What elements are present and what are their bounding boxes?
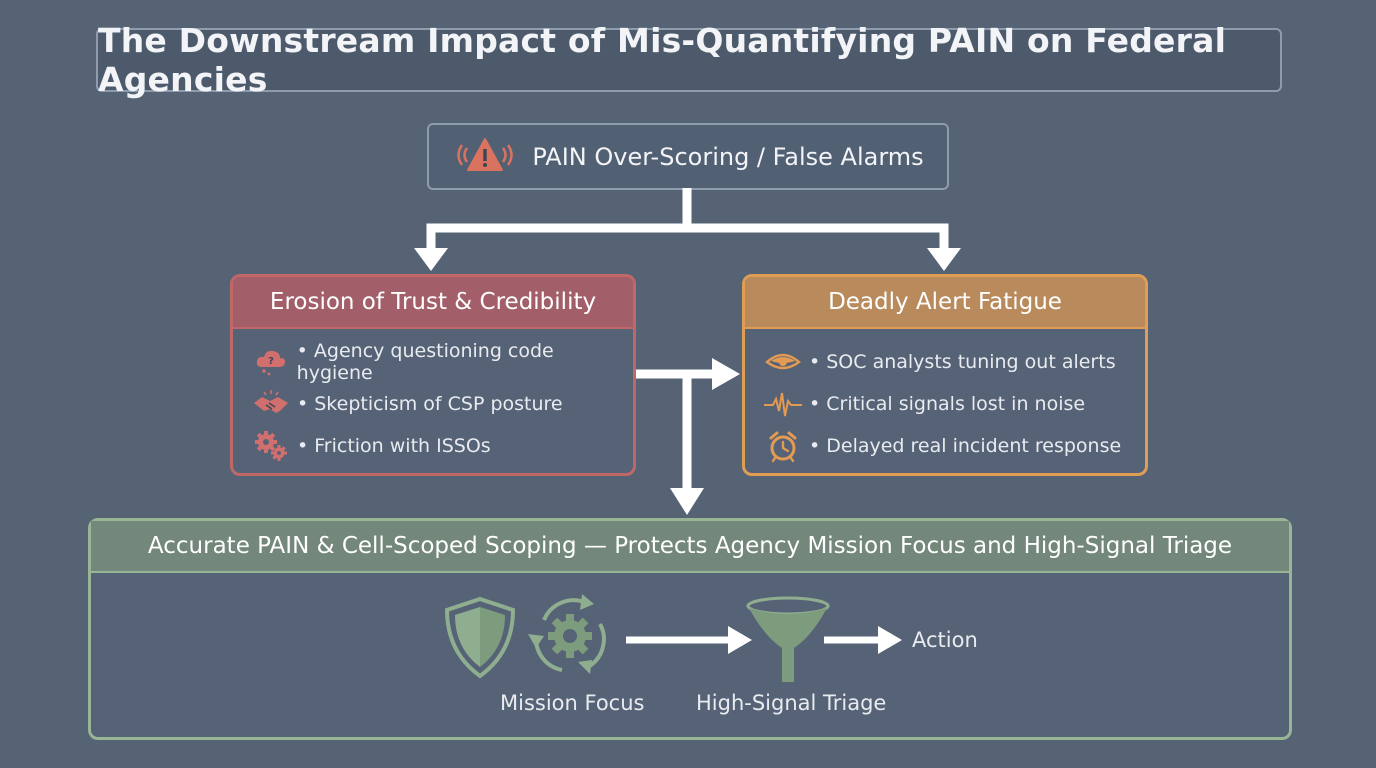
- high-signal-triage-label: High-Signal Triage: [696, 691, 887, 715]
- alarm-warning-icon: [452, 135, 518, 179]
- gears-icon: [251, 430, 291, 462]
- cycle-gear-icon: [524, 590, 618, 686]
- bottom-box-arrowhead: [670, 488, 704, 515]
- list-item-text: • Critical signals lost in noise: [809, 393, 1086, 415]
- list-item-text: • Skepticism of CSP posture: [297, 393, 563, 415]
- handshake-icon: [251, 388, 291, 420]
- list-item: • Critical signals lost in noise: [745, 383, 1145, 425]
- trust-erosion-title: Erosion of Trust & Credibility: [233, 277, 633, 329]
- list-item: • Skepticism of CSP posture: [233, 383, 633, 425]
- alert-fatigue-card: Deadly Alert Fatigue • SOC analysts tuni…: [742, 274, 1148, 476]
- funnel-icon: [744, 596, 832, 690]
- action-label: Action: [912, 628, 978, 652]
- triage-flow-arrows: [626, 626, 902, 654]
- list-item-text: • Agency questioning code hygiene: [296, 340, 554, 384]
- list-item: • SOC analysts tuning out alerts: [745, 341, 1145, 383]
- list-item: • Delayed real incident response: [745, 425, 1145, 467]
- list-item: • Friction with ISSOs: [233, 425, 633, 467]
- list-item-text: • Friction with ISSOs: [297, 435, 491, 457]
- alarm-clock-icon: [763, 430, 803, 463]
- trust-erosion-card: Erosion of Trust & Credibility ? • Agenc…: [230, 274, 636, 476]
- accurate-pain-title: Accurate PAIN & Cell-Scoped Scoping — Pr…: [91, 521, 1289, 573]
- shield-icon: [443, 596, 517, 684]
- alert-fatigue-title: Deadly Alert Fatigue: [745, 277, 1145, 329]
- list-item: ? • Agency questioning code hygiene: [233, 340, 633, 384]
- question-cloud-icon: ?: [251, 346, 291, 378]
- diagram-title: The Downstream Impact of Mis-Quantifying…: [98, 21, 1227, 99]
- heartbeat-icon: [763, 388, 803, 420]
- list-item-text: • SOC analysts tuning out alerts: [809, 351, 1116, 373]
- list-item-text: • Delayed real incident response: [809, 435, 1122, 457]
- svg-text:?: ?: [268, 356, 274, 367]
- triage-to-action-arrowhead: [878, 626, 902, 654]
- mission-to-triage-arrowhead: [728, 626, 752, 654]
- eye-icon: [763, 346, 803, 378]
- fatigue-arrowhead: [712, 358, 740, 390]
- diagram-title-box: The Downstream Impact of Mis-Quantifying…: [96, 21, 1282, 99]
- left-card-arrowhead: [414, 248, 448, 271]
- mission-focus-label: Mission Focus: [500, 691, 645, 715]
- false-alarms-box: PAIN Over-Scoring / False Alarms: [427, 123, 949, 190]
- split-branch-line: [426, 223, 949, 252]
- accurate-pain-box: Accurate PAIN & Cell-Scoped Scoping — Pr…: [88, 518, 1292, 740]
- right-card-arrowhead: [927, 248, 961, 271]
- false-alarms-label: PAIN Over-Scoring / False Alarms: [532, 142, 924, 171]
